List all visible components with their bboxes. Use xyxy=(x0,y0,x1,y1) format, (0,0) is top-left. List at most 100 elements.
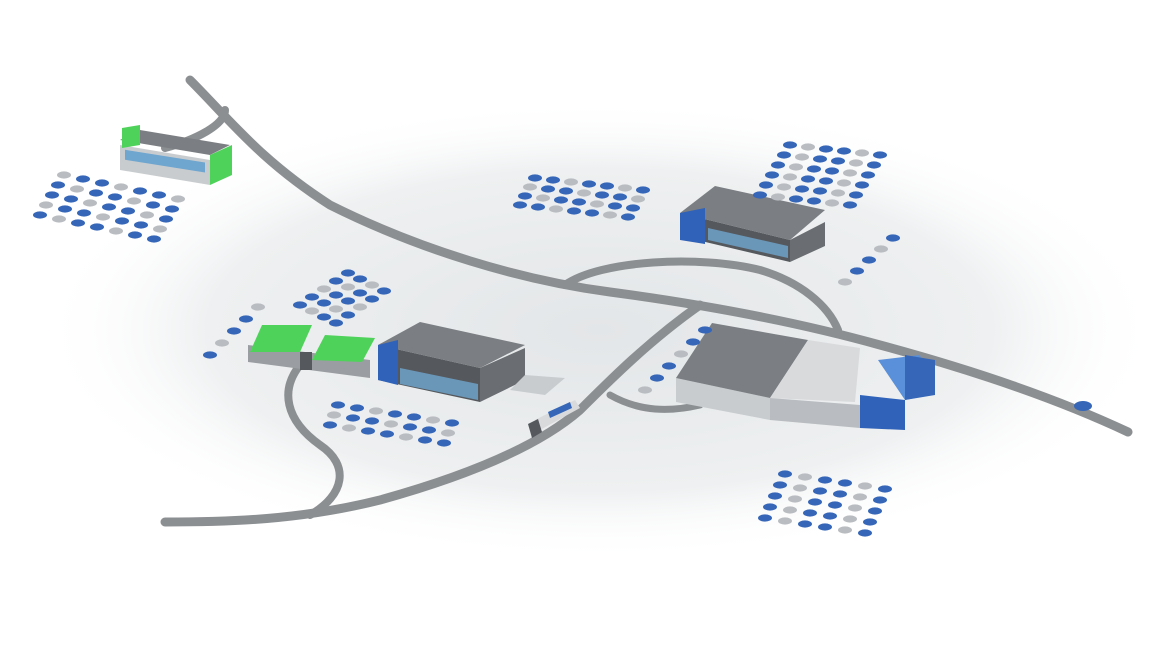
parked-car xyxy=(838,479,852,487)
parked-car xyxy=(33,211,47,219)
parked-car xyxy=(388,410,402,418)
parked-car xyxy=(608,202,622,210)
parked-car xyxy=(77,209,91,217)
parked-car xyxy=(227,327,241,335)
parked-car xyxy=(71,219,85,227)
parked-car xyxy=(831,157,845,165)
green-canopy-service-center xyxy=(248,325,375,378)
large-warehouse-right xyxy=(676,323,935,430)
parked-car xyxy=(773,481,787,489)
parked-car xyxy=(595,191,609,199)
parked-car xyxy=(114,183,128,191)
parked-car xyxy=(251,303,265,311)
parked-car xyxy=(843,169,857,177)
parked-car xyxy=(365,417,379,425)
parked-car xyxy=(513,201,527,209)
parked-car xyxy=(686,338,700,346)
parked-car xyxy=(819,145,833,153)
parked-car xyxy=(39,201,53,209)
parked-car xyxy=(848,504,862,512)
parked-car xyxy=(873,496,887,504)
parked-car xyxy=(96,213,110,221)
parked-car xyxy=(102,203,116,211)
parked-car xyxy=(346,414,360,422)
parked-car xyxy=(341,311,355,319)
parked-car xyxy=(765,171,779,179)
parked-car xyxy=(95,179,109,187)
parked-car xyxy=(801,175,815,183)
parked-car xyxy=(171,195,185,203)
parked-car xyxy=(377,287,391,295)
parked-car xyxy=(789,195,803,203)
parked-car xyxy=(403,423,417,431)
parked-car xyxy=(768,492,782,500)
dark-showroom-center xyxy=(378,322,565,402)
parked-car xyxy=(818,476,832,484)
parked-car xyxy=(45,191,59,199)
parked-car-lots xyxy=(33,141,900,537)
parked-car xyxy=(626,204,640,212)
parked-car xyxy=(600,182,614,190)
parked-car xyxy=(422,426,436,434)
parked-car xyxy=(76,175,90,183)
parked-car xyxy=(445,419,459,427)
parked-car xyxy=(837,179,851,187)
parked-car xyxy=(813,187,827,195)
parked-car xyxy=(858,529,872,537)
parked-car xyxy=(549,205,563,213)
parked-car xyxy=(64,195,78,203)
parked-car xyxy=(58,205,72,213)
parked-car xyxy=(146,201,160,209)
parked-car xyxy=(305,293,319,301)
parked-car xyxy=(778,517,792,525)
parked-car xyxy=(777,183,791,191)
parked-car xyxy=(215,339,229,347)
parked-car xyxy=(873,151,887,159)
parked-car xyxy=(329,291,343,299)
parked-car xyxy=(153,225,167,233)
parked-car xyxy=(631,195,645,203)
right-spur xyxy=(606,391,704,413)
parked-car xyxy=(613,193,627,201)
parked-car xyxy=(51,181,65,189)
parked-car xyxy=(108,193,122,201)
parked-car xyxy=(572,198,586,206)
parked-car xyxy=(564,178,578,186)
parked-car xyxy=(621,213,635,221)
diagonal-road xyxy=(160,300,705,527)
parked-car xyxy=(399,433,413,441)
parked-car xyxy=(536,194,550,202)
parked-car xyxy=(52,215,66,223)
parked-car xyxy=(437,439,451,447)
parked-car xyxy=(825,167,839,175)
parked-car xyxy=(365,281,379,289)
dark-showroom-top-right xyxy=(680,186,825,262)
parked-car xyxy=(813,155,827,163)
parked-car xyxy=(858,482,872,490)
parked-car xyxy=(618,184,632,192)
parked-car xyxy=(838,526,852,534)
parked-car xyxy=(853,493,867,501)
parked-car xyxy=(559,187,573,195)
parked-car xyxy=(546,176,560,184)
parked-car xyxy=(203,351,217,359)
parked-car xyxy=(407,413,421,421)
parked-car xyxy=(418,436,432,444)
parked-car xyxy=(807,197,821,205)
parked-car xyxy=(541,185,555,193)
parked-car xyxy=(159,215,173,223)
parked-car xyxy=(819,177,833,185)
parked-car xyxy=(329,319,343,327)
parked-car xyxy=(140,211,154,219)
parked-car xyxy=(582,180,596,188)
parked-car xyxy=(90,223,104,231)
parked-car xyxy=(83,199,97,207)
parked-car xyxy=(531,203,545,211)
parked-car xyxy=(329,305,343,313)
parked-car xyxy=(585,209,599,217)
parked-car xyxy=(133,187,147,195)
parked-car xyxy=(833,490,847,498)
parked-car xyxy=(828,501,842,509)
parked-car xyxy=(674,350,688,358)
